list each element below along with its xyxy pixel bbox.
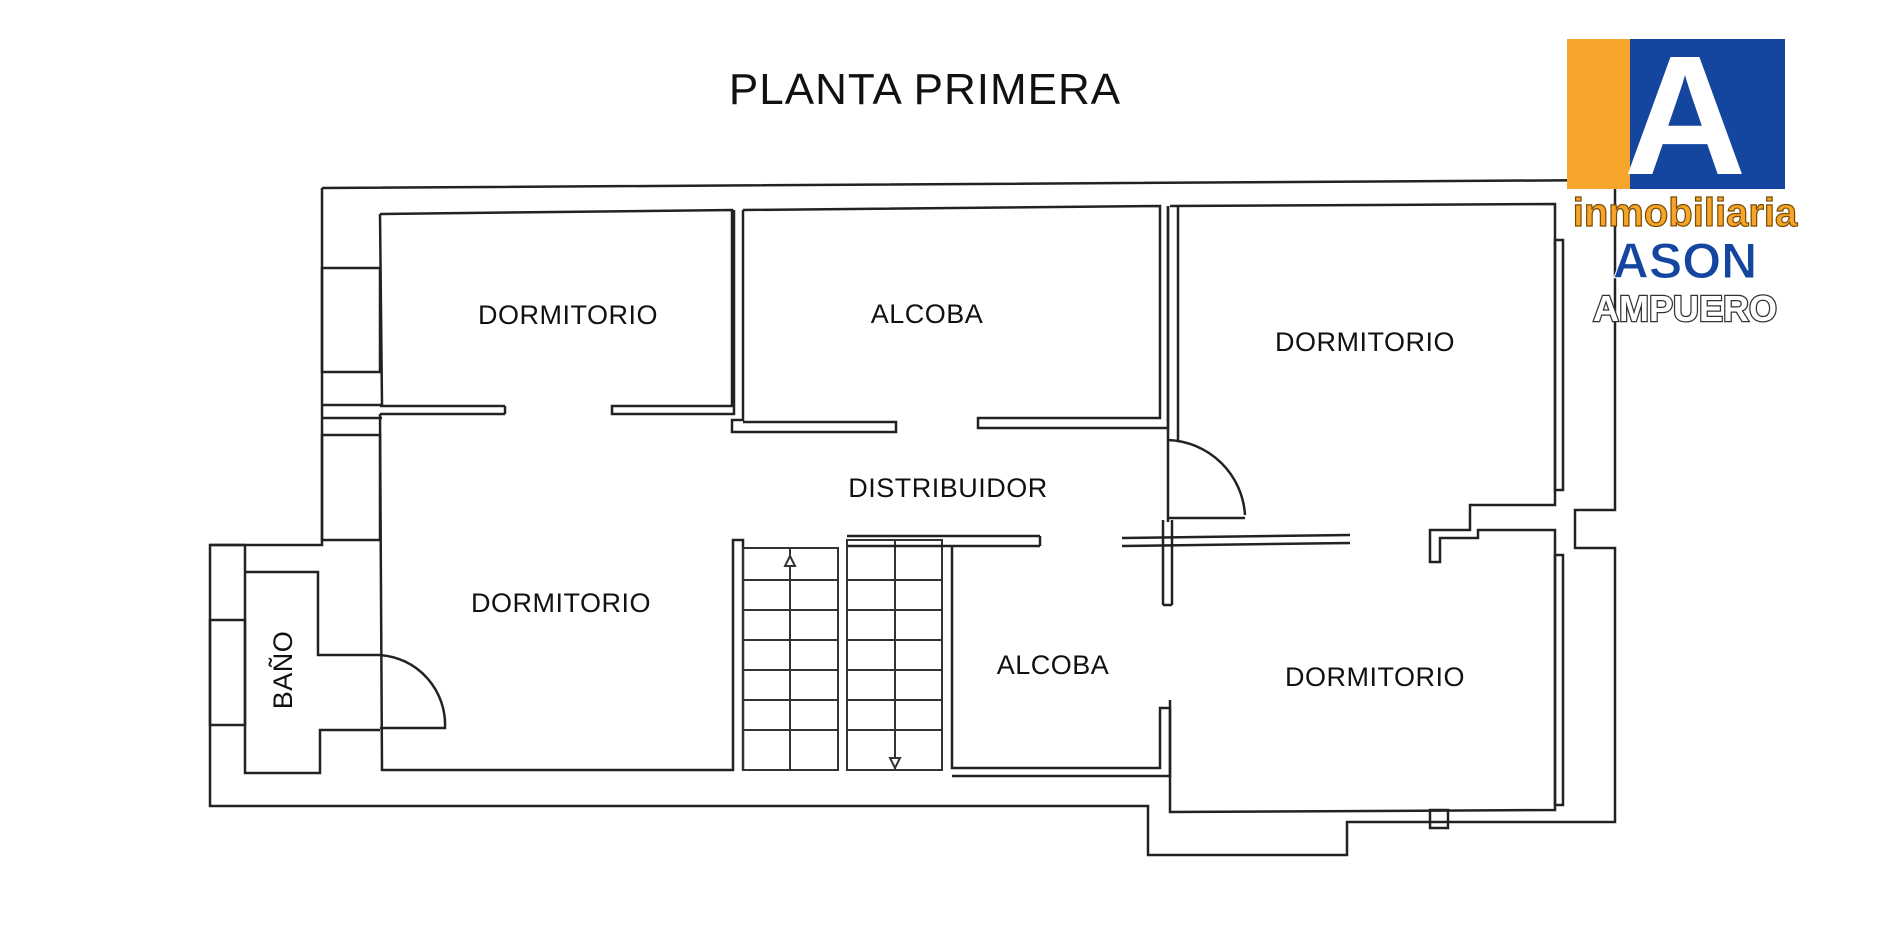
window-right-2: [1553, 553, 1565, 807]
room-label-dormitorio-top-right: DORMITORIO: [1275, 327, 1455, 357]
window-right-1: [1553, 238, 1565, 492]
logo-blue-block: [1630, 39, 1785, 189]
logo-orange-block: [1567, 39, 1642, 189]
room-label-alcoba-top: ALCOBA: [871, 299, 984, 329]
window-left-1: [320, 266, 382, 374]
wall-bano-inner: [245, 570, 380, 657]
window-bano: [208, 618, 247, 727]
room-label-dormitorio-mid-left: DORMITORIO: [471, 588, 651, 618]
room-label-bano: BAÑO: [267, 631, 298, 710]
wall-dormitorio-top-right: [1168, 202, 1557, 814]
niche-bottom-right: [1428, 808, 1450, 830]
logo-line2: ASON: [1613, 233, 1757, 289]
door-swing-bano: [379, 653, 447, 730]
wall-seg: [1121, 533, 1351, 540]
agency-logo: A inmobiliaria ASON AMPUERO: [1567, 36, 1799, 330]
room-label-alcoba-bottom: ALCOBA: [997, 650, 1110, 680]
room-label-dormitorio-top-left: DORMITORIO: [478, 300, 658, 330]
wall-dormitorio-top-left: [379, 208, 736, 416]
wall-seg: [1121, 541, 1351, 548]
window-left-2: [320, 433, 382, 542]
door-swing: [1166, 438, 1247, 522]
plan-title: PLANTA PRIMERA: [729, 65, 1121, 114]
staircase: [742, 539, 943, 771]
room-label-dormitorio-bottom-right: DORMITORIO: [1285, 662, 1465, 692]
wall-alcoba-bottom: [950, 546, 1172, 778]
stair-arrow-up: [783, 553, 797, 567]
room-label-distribuidor: DISTRIBUIDOR: [848, 473, 1048, 503]
walls: [208, 178, 1617, 857]
stair-arrow-down: [888, 757, 902, 771]
inner-wall: [322, 213, 384, 407]
logo-line3: AMPUERO: [1593, 288, 1777, 329]
logo-line1: inmobiliaria: [1573, 191, 1798, 235]
logo-mark-letter: A: [1624, 36, 1747, 211]
wall-bano: [210, 543, 380, 775]
wall-alcoba-top-left: [730, 210, 898, 434]
outer-wall: [208, 178, 1617, 857]
